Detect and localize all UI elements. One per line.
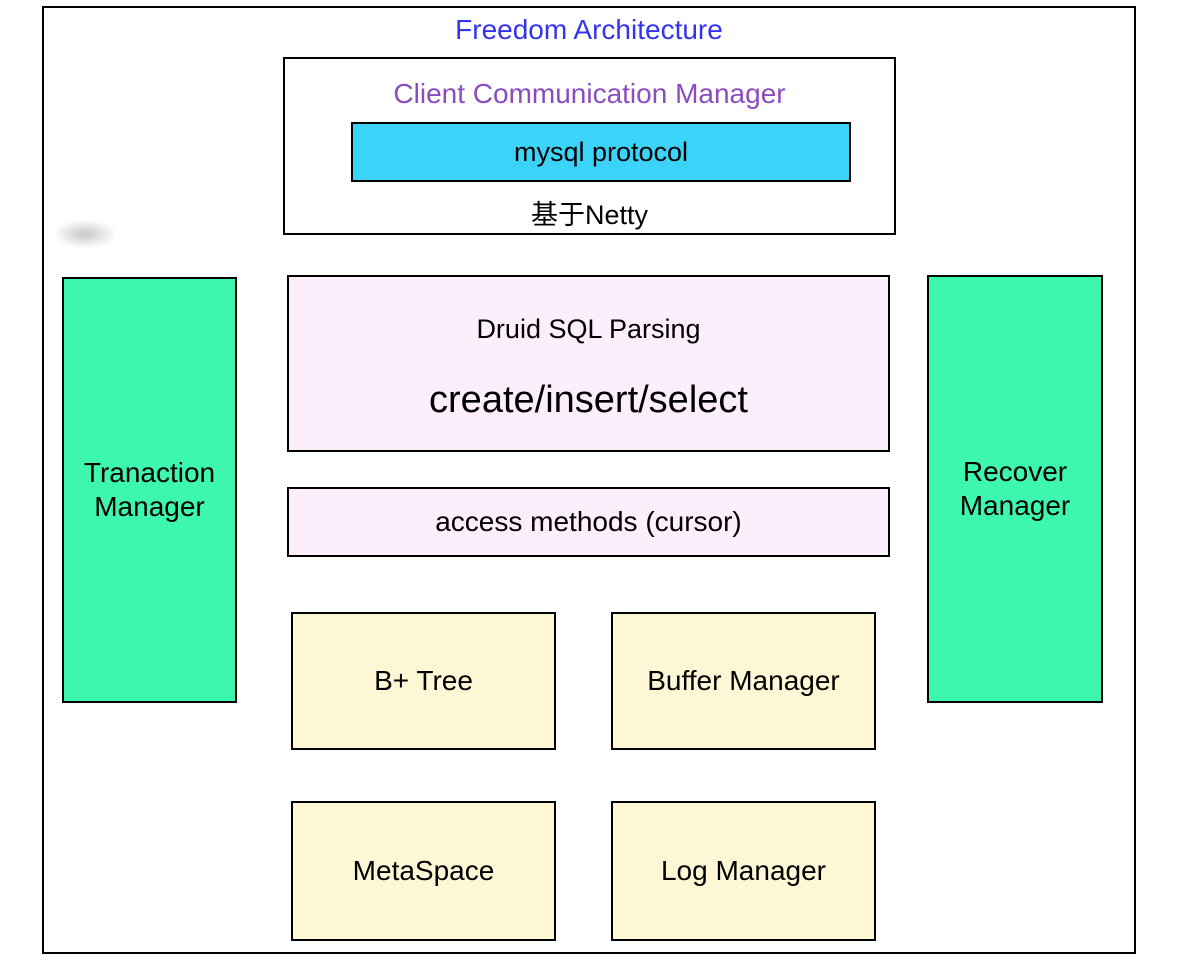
- client-communication-manager-label: Client Communication Manager: [393, 78, 786, 109]
- bplus-tree-box: B+ Tree: [291, 612, 556, 750]
- recover-manager-label-line2: Manager: [959, 490, 1071, 521]
- diagram-title: Freedom Architecture: [455, 14, 723, 45]
- access-methods-box: access methods (cursor): [287, 487, 890, 557]
- metaspace-box: MetaSpace: [291, 801, 556, 941]
- transaction-manager-label-line2: Manager: [94, 491, 205, 522]
- transaction-manager-box: Tranaction Manager: [62, 277, 237, 703]
- recover-manager-label-line1: Recover: [962, 456, 1068, 487]
- mysql-protocol-box: mysql protocol: [351, 122, 851, 182]
- log-manager-box: Log Manager: [611, 801, 876, 941]
- client-communication-manager-box: Client Communication Manager mysql proto…: [283, 57, 896, 235]
- netty-note: 基于Netty: [530, 200, 649, 230]
- recover-manager-box: Recover Manager: [927, 275, 1103, 703]
- transaction-manager-label-line1: Tranaction: [83, 457, 216, 488]
- druid-sql-parsing-box: Druid SQL Parsing create/insert/select: [287, 275, 890, 452]
- buffer-manager-box: Buffer Manager: [611, 612, 876, 750]
- druid-sql-parsing-label: Druid SQL Parsing: [476, 314, 701, 344]
- sql-operations-label: create/insert/select: [429, 379, 748, 421]
